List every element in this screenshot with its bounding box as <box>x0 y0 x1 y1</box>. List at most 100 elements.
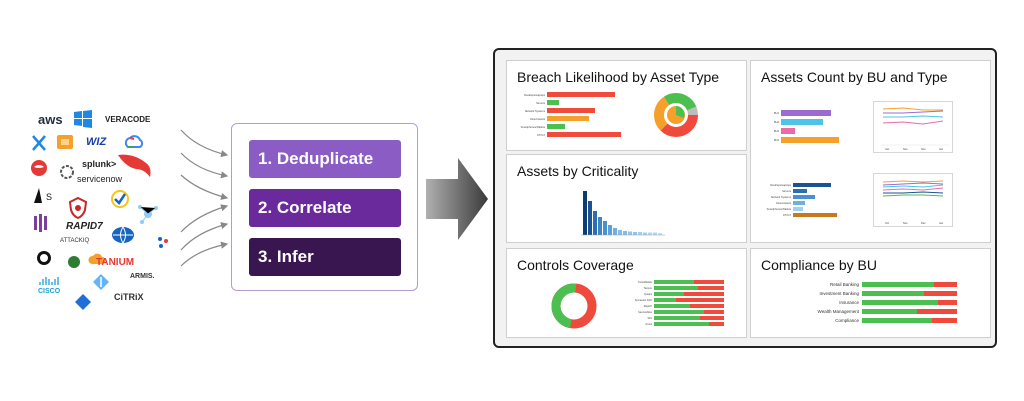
bar-label: Servers <box>782 189 792 193</box>
globe-icon <box>112 226 134 244</box>
bar-label: Servers <box>536 101 546 105</box>
citrix-logo: CiTRiX <box>114 292 144 302</box>
breach-bar-chart: Desktops/Laptops Servers Network Systems… <box>521 92 621 137</box>
shield-icon <box>69 197 87 219</box>
check-badge-icon <box>111 190 129 208</box>
dashboard: Breach Likelihood by Asset Type Desktops… <box>493 48 997 348</box>
bar <box>593 211 597 235</box>
network-node-icon <box>138 205 158 224</box>
bar <box>638 232 642 235</box>
bar-label: Network Systems <box>525 109 546 113</box>
step-correlate: 2. Correlate <box>249 189 401 227</box>
step-infer: 3. Infer <box>249 238 401 276</box>
compliance-bar-chart: Retail Banking Investment Banking Insura… <box>818 282 957 323</box>
cloud-icon <box>88 253 106 264</box>
orange-box-icon <box>57 135 73 149</box>
axis-tick: Oct <box>885 221 889 225</box>
bar-label: Smartphones/Tablets <box>521 125 546 129</box>
panel-controls-coverage: Controls Coverage CrowdStrike Tanium Qua… <box>506 248 747 338</box>
bar-label: ServiceNow <box>638 310 652 314</box>
bar <box>643 232 647 235</box>
bar-label: Wiz <box>648 316 653 320</box>
bar <box>583 191 587 235</box>
microsoft-icon <box>74 110 92 128</box>
bar-label: Desktops/Laptops <box>524 93 545 97</box>
aws-logo: aws <box>38 112 63 127</box>
rapid7-logo: RAPID7 <box>66 221 103 232</box>
bar-label: Armis <box>645 322 652 326</box>
bar-label: Network Systems <box>771 195 792 199</box>
wiz-logo: WIZ <box>86 136 107 148</box>
axis-tick: Jan <box>939 147 944 151</box>
bar <box>628 231 632 235</box>
criticality-bar-chart <box>581 191 665 236</box>
bar-label: Tanium <box>644 286 652 290</box>
tanium-logo: TANIUM <box>96 257 135 268</box>
bar <box>608 225 612 235</box>
bar <box>603 221 607 235</box>
bar <box>547 108 595 113</box>
bar-label: Rapid7 <box>644 304 653 308</box>
gear-icon <box>60 165 74 179</box>
axis-tick: Jan <box>885 147 890 151</box>
bar-label: Compliance <box>835 318 859 323</box>
step-deduplicate: 1. Deduplicate <box>249 140 401 178</box>
panel-assets-count-bu: Assets Count by BU and Type BU1 BU2 BU3 … <box>750 60 991 243</box>
diamond-icon <box>75 294 91 310</box>
bar-label: CrowdStrike <box>638 280 653 284</box>
controls-donut-chart <box>551 283 597 329</box>
bar-label: OT/IoT <box>537 133 545 137</box>
green-circle-icon <box>68 256 80 268</box>
bar <box>618 230 622 235</box>
crowdstrike-icon <box>118 154 151 177</box>
ring-icon <box>37 251 51 265</box>
panel-breach-likelihood: Breach Likelihood by Asset Type Desktops… <box>506 60 747 151</box>
bu-line-chart: Jan Nov Nov Jan <box>873 101 953 153</box>
dots-icon <box>158 237 168 248</box>
type-line-chart: Oct Nov Dec Jan <box>873 173 953 227</box>
bar <box>598 217 602 235</box>
purple-grid-icon <box>34 214 47 232</box>
panel-title: Controls Coverage <box>517 257 634 273</box>
bar <box>658 233 662 235</box>
attackiq-logo: ATTACKIQ <box>60 238 90 244</box>
panel-title: Assets Count by BU and Type <box>761 69 948 85</box>
cisco-logo: CISCO <box>38 288 61 295</box>
big-right-arrow <box>426 158 488 240</box>
panel-title: Breach Likelihood by Asset Type <box>517 69 720 85</box>
bar-label: Insurance <box>839 300 859 305</box>
bar-label: Cloud Assets <box>530 117 546 121</box>
panel-title: Compliance by BU <box>761 257 877 273</box>
svg-text:S: S <box>46 192 52 202</box>
bar <box>547 92 615 97</box>
veracode-logo: VERACODE <box>105 115 151 124</box>
panel-compliance-bu: Compliance by BU Retail Banking Investme… <box>750 248 991 338</box>
bar-label: BU4 <box>774 138 780 142</box>
flow-arrows <box>180 129 229 267</box>
cisco-bars-icon <box>39 277 59 285</box>
bar <box>648 232 652 235</box>
bar-label: Investment Banking <box>819 291 859 296</box>
bar <box>623 231 627 235</box>
bu-bar-chart: BU1 BU2 BU3 BU4 <box>774 110 839 143</box>
bar-label: BU2 <box>774 120 780 124</box>
bar-label: Smartphones/Tablets <box>767 207 792 211</box>
bar <box>547 100 559 105</box>
bar-label: Qualys <box>644 292 653 296</box>
armis-logo: ARMIS. <box>130 273 155 280</box>
tenable-icon <box>93 274 109 290</box>
bar-label: Cloud Assets <box>776 201 792 205</box>
type-bar-chart: Desktops/Laptops Servers Network Systems… <box>767 183 837 217</box>
bar-label: Symantec DLP <box>635 298 653 302</box>
bar-label: Desktops/Laptops <box>770 183 791 187</box>
bar-label: OT/IoT <box>783 213 791 217</box>
gcp-icon <box>124 135 144 148</box>
bar-label: Wealth Management <box>818 309 860 314</box>
process-steps-box: 1. Deduplicate 2. Correlate 3. Infer <box>231 123 418 291</box>
bar-label: BU1 <box>774 111 780 115</box>
servicenow-logo: servicenow <box>77 174 123 184</box>
bar <box>547 124 565 129</box>
axis-tick: Jan <box>939 221 944 225</box>
bar <box>613 228 617 235</box>
x-icon <box>32 135 46 151</box>
